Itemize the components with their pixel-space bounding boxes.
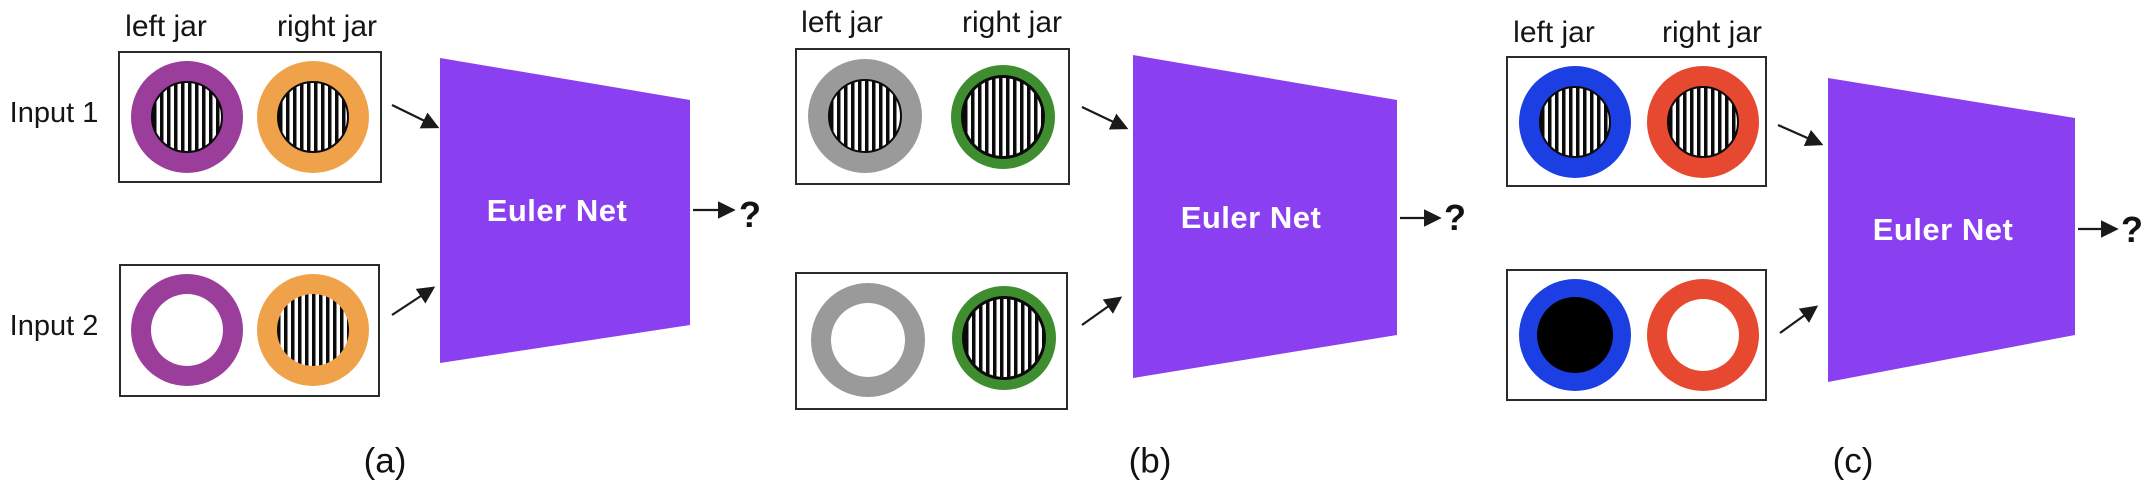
jar-ring-blue-striped xyxy=(1519,66,1631,178)
euler-net-trapezoid-a xyxy=(440,58,690,363)
input2-arrow-c xyxy=(1779,305,1819,334)
panel-caption-b: (b) xyxy=(1128,441,1172,481)
input2-arrow-b xyxy=(1081,296,1123,326)
jar-contents-empty xyxy=(151,294,223,366)
right-jar-label-a: right jar xyxy=(276,10,378,43)
jar-contents-stripes xyxy=(962,296,1046,380)
jar-contents-stripes xyxy=(277,81,349,153)
jar-ring-blue-solid-black xyxy=(1519,279,1631,391)
euler-net-label-b: Euler Net xyxy=(1180,200,1322,235)
euler-net-label-a: Euler Net xyxy=(486,193,628,228)
input1-arrow-b xyxy=(1081,106,1129,130)
jar-ring-red-empty xyxy=(1647,279,1759,391)
jar-contents-stripes xyxy=(277,294,349,366)
jar-ring-gray-empty xyxy=(811,283,925,397)
panel-caption-a: (a) xyxy=(363,441,407,481)
input2-label-a: Input 2 xyxy=(9,310,99,343)
input1-arrow-a xyxy=(391,104,440,129)
jar-contents-stripes xyxy=(1667,86,1739,158)
input1-label-a: Input 1 xyxy=(9,97,99,130)
jar-contents-solid-black xyxy=(1537,297,1613,373)
euler-net-trapezoid-c xyxy=(1828,78,2075,382)
euler-net-label-c: Euler Net xyxy=(1872,212,2014,247)
output-question-mark-b: ? xyxy=(1444,197,1466,238)
right-jar-label-c: right jar xyxy=(1661,16,1763,49)
panel-caption-c: (c) xyxy=(1832,441,1874,481)
left-jar-label-c: left jar xyxy=(1513,16,1595,49)
jar-ring-green-striped xyxy=(952,286,1056,390)
output-question-mark-a: ? xyxy=(739,194,761,235)
jar-contents-stripes xyxy=(1539,86,1611,158)
jar-ring-green-striped xyxy=(951,65,1055,169)
euler-net-trapezoid-b xyxy=(1133,55,1397,378)
jar-ring-orange-striped xyxy=(257,61,369,173)
jar-ring-orange-striped xyxy=(257,274,369,386)
jar-contents-stripes xyxy=(961,75,1045,159)
right-jar-label-b: right jar xyxy=(961,6,1063,39)
jar-ring-gray-striped xyxy=(808,59,922,173)
input2-arrow-a xyxy=(391,286,436,316)
left-jar-label-a: left jar xyxy=(125,10,207,43)
jar-contents-empty xyxy=(1667,299,1739,371)
output-question-mark-c: ? xyxy=(2121,209,2143,250)
jar-contents-stripes xyxy=(151,81,223,153)
left-jar-label-b: left jar xyxy=(801,6,883,39)
jar-contents-stripes xyxy=(828,79,902,153)
jar-contents-empty xyxy=(831,303,905,377)
jar-ring-purple-empty xyxy=(131,274,243,386)
input1-arrow-c xyxy=(1777,123,1824,147)
jar-ring-purple-striped xyxy=(131,61,243,173)
jar-ring-red-striped xyxy=(1647,66,1759,178)
